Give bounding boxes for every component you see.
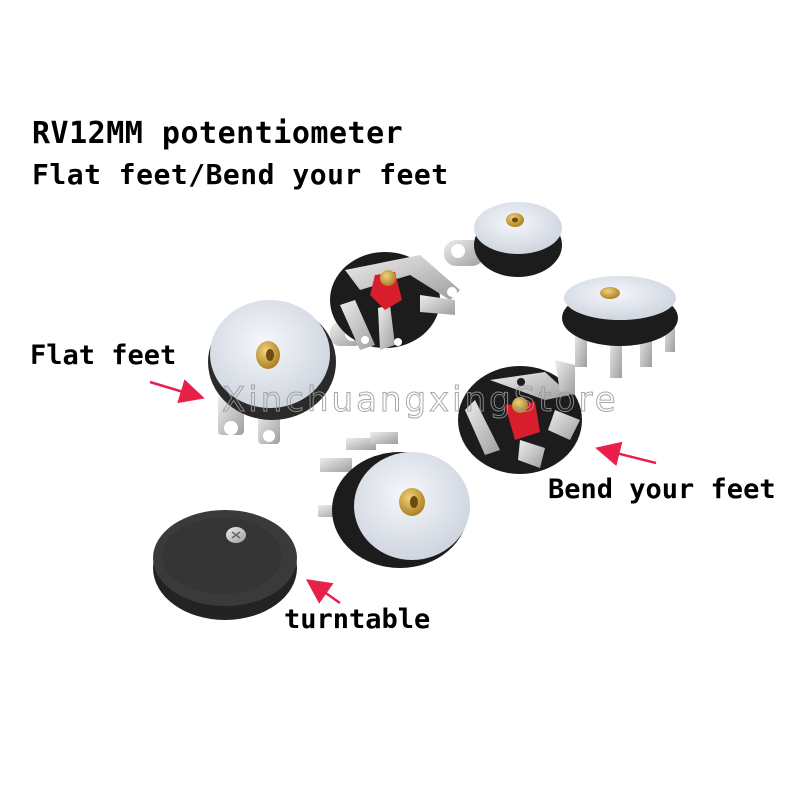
- top-right-potentiometer: [444, 202, 562, 277]
- product-subtitle: Flat feet/Bend your feet: [32, 158, 449, 191]
- turntable-arrow: [305, 579, 341, 605]
- front-facing-potentiometer: [318, 432, 470, 568]
- bend-feet-label: Bend your feet: [548, 474, 776, 505]
- rotor-side-potentiometer: [330, 242, 460, 350]
- turntable-knob: [153, 510, 297, 620]
- turntable-label: turntable: [284, 604, 431, 635]
- bend-feet-arrow: [595, 441, 657, 466]
- product-title: RV12MM potentiometer: [32, 116, 404, 151]
- flat-feet-label: Flat feet: [30, 340, 177, 371]
- vertical-pin-potentiometer: [562, 276, 678, 378]
- bend-feet-potentiometer: [458, 360, 582, 474]
- store-watermark: XinchuangxingStore: [222, 380, 619, 421]
- flat-feet-arrow: [149, 379, 205, 404]
- flat-feet-potentiometer: [208, 300, 364, 444]
